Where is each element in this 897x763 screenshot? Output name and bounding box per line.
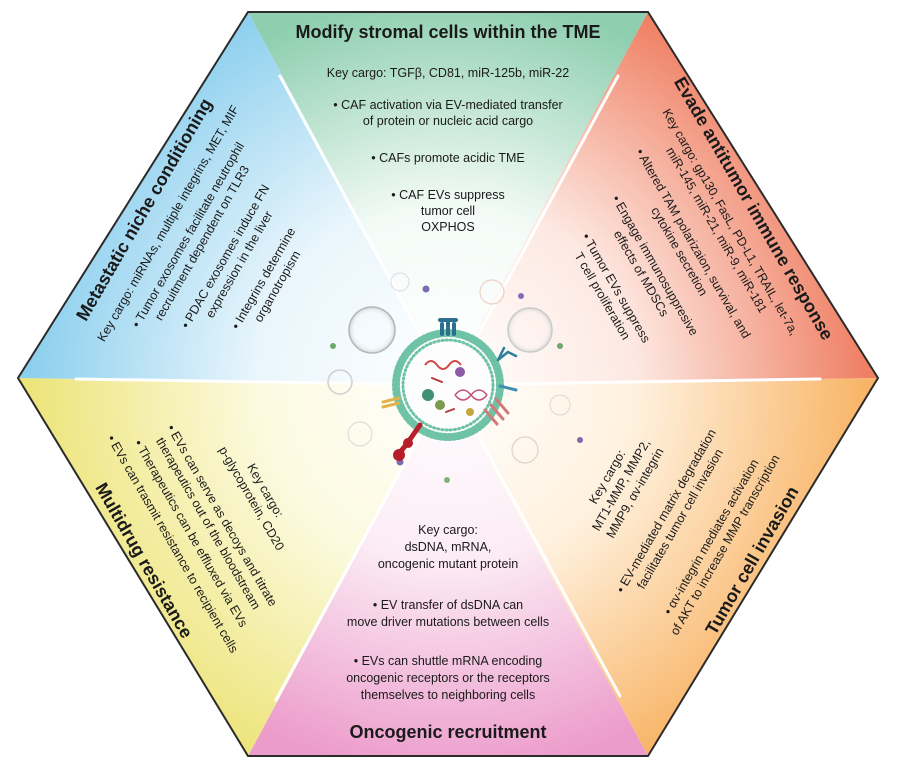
sector-multidrug bbox=[18, 378, 448, 756]
cargo-dot-icon bbox=[422, 285, 430, 293]
section-tme: Modify stromal cells within the TME Key … bbox=[295, 22, 600, 234]
section-tme-bullet: • CAFs promote acidic TME bbox=[371, 151, 525, 165]
small-vesicle-icon bbox=[507, 307, 553, 353]
small-vesicle-icon bbox=[549, 394, 571, 416]
section-oncogenic-cargo: Key cargo: bbox=[418, 523, 478, 537]
sector-dividers bbox=[74, 74, 822, 702]
small-vesicle-icon bbox=[390, 272, 410, 292]
cargo-dot-icon bbox=[444, 477, 450, 483]
section-tme-bullet-cont: tumor cell bbox=[421, 204, 475, 218]
section-oncogenic: Key cargo: dsDNA, mRNA, oncogenic mutant… bbox=[346, 523, 550, 742]
cargo-dot-icon bbox=[577, 437, 583, 443]
section-oncogenic-bullet: • EV transfer of dsDNA can bbox=[373, 598, 523, 612]
section-tme-title: Modify stromal cells within the TME bbox=[295, 22, 600, 42]
hexagon-outline bbox=[16, 11, 880, 757]
protein-icon bbox=[422, 389, 434, 401]
sector-immune bbox=[448, 12, 878, 385]
receptor-icon bbox=[438, 318, 458, 336]
section-oncogenic-cargo-cont: oncogenic mutant protein bbox=[378, 557, 518, 571]
section-oncogenic-bullet-cont: oncogenic receptors or the receptors bbox=[346, 671, 550, 685]
section-oncogenic-cargo-cont: dsDNA, mRNA, bbox=[405, 540, 492, 554]
ev-illustration bbox=[327, 272, 583, 483]
section-oncogenic-bullet-cont: move driver mutations between cells bbox=[347, 615, 549, 629]
mirna-icon bbox=[431, 377, 455, 413]
cargo-dot-icon bbox=[330, 343, 336, 349]
tetraspanin-icon bbox=[498, 384, 518, 392]
dna-helix-icon bbox=[454, 389, 488, 401]
antibody-icon bbox=[496, 346, 518, 362]
sector-tme bbox=[248, 12, 648, 385]
small-vesicle-icon bbox=[511, 436, 539, 464]
receptor-icon bbox=[483, 397, 510, 426]
section-tme-cargo: Key cargo: TGFβ, CD81, miR-125b, miR-22 bbox=[327, 66, 569, 80]
section-tme-bullet: • CAF activation via EV-mediated transfe… bbox=[333, 98, 562, 112]
cargo-dot-icon bbox=[518, 293, 524, 299]
sector-metastatic bbox=[18, 12, 448, 385]
ligand-chain-icon bbox=[393, 449, 405, 461]
vesicle-inner-membrane bbox=[401, 338, 495, 432]
section-tme-bullet: • CAF EVs suppress bbox=[391, 188, 504, 202]
section-tme-bullet-cont: OXPHOS bbox=[421, 220, 475, 234]
rna-strand-icon bbox=[424, 360, 462, 370]
sector-invasion bbox=[448, 378, 878, 756]
cargo-dot-icon bbox=[557, 343, 563, 349]
section-oncogenic-bullet-cont: themselves to neighboring cells bbox=[361, 688, 535, 702]
section-oncogenic-title: Oncogenic recruitment bbox=[349, 722, 546, 742]
small-vesicle-icon bbox=[327, 369, 353, 395]
protein-icon bbox=[435, 400, 445, 410]
small-vesicle-icon bbox=[479, 279, 505, 305]
sector-oncogenic bbox=[248, 385, 648, 756]
tetraspanin-icon bbox=[381, 396, 401, 409]
protein-icon bbox=[466, 408, 474, 416]
ligand-chain-icon bbox=[403, 438, 413, 448]
protein-icon bbox=[455, 367, 465, 377]
small-vesicle-icon bbox=[347, 421, 373, 447]
section-oncogenic-bullet: • EVs can shuttle mRNA encoding bbox=[354, 654, 543, 668]
section-tme-bullet-cont: of protein or nucleic acid cargo bbox=[363, 114, 533, 128]
small-vesicle-icon bbox=[348, 306, 396, 354]
